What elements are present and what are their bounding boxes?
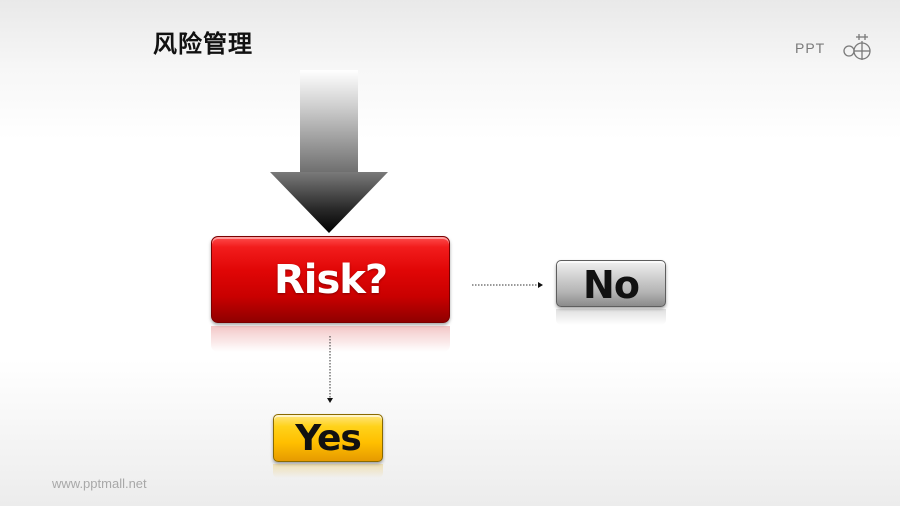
connector-to-yes-arrowhead bbox=[327, 398, 333, 403]
brand-logo: PPT bbox=[795, 33, 875, 67]
risk-label: Risk? bbox=[273, 256, 388, 303]
yes-label: Yes bbox=[295, 418, 362, 459]
down-arrow-icon bbox=[270, 70, 388, 233]
yes-box-reflection bbox=[273, 464, 383, 478]
yes-outcome-box: Yes bbox=[273, 414, 383, 462]
risk-decision-box: Risk? bbox=[211, 236, 450, 323]
footer-url: www.pptmall.net bbox=[52, 476, 147, 491]
logo-text: PPT bbox=[795, 40, 826, 56]
no-label: No bbox=[583, 262, 640, 307]
connector-to-no-arrowhead bbox=[538, 282, 543, 288]
logo-mark-icon bbox=[843, 34, 871, 60]
no-outcome-box: No bbox=[556, 260, 666, 307]
no-box-reflection bbox=[556, 309, 666, 325]
page-title: 风险管理 bbox=[153, 30, 253, 58]
